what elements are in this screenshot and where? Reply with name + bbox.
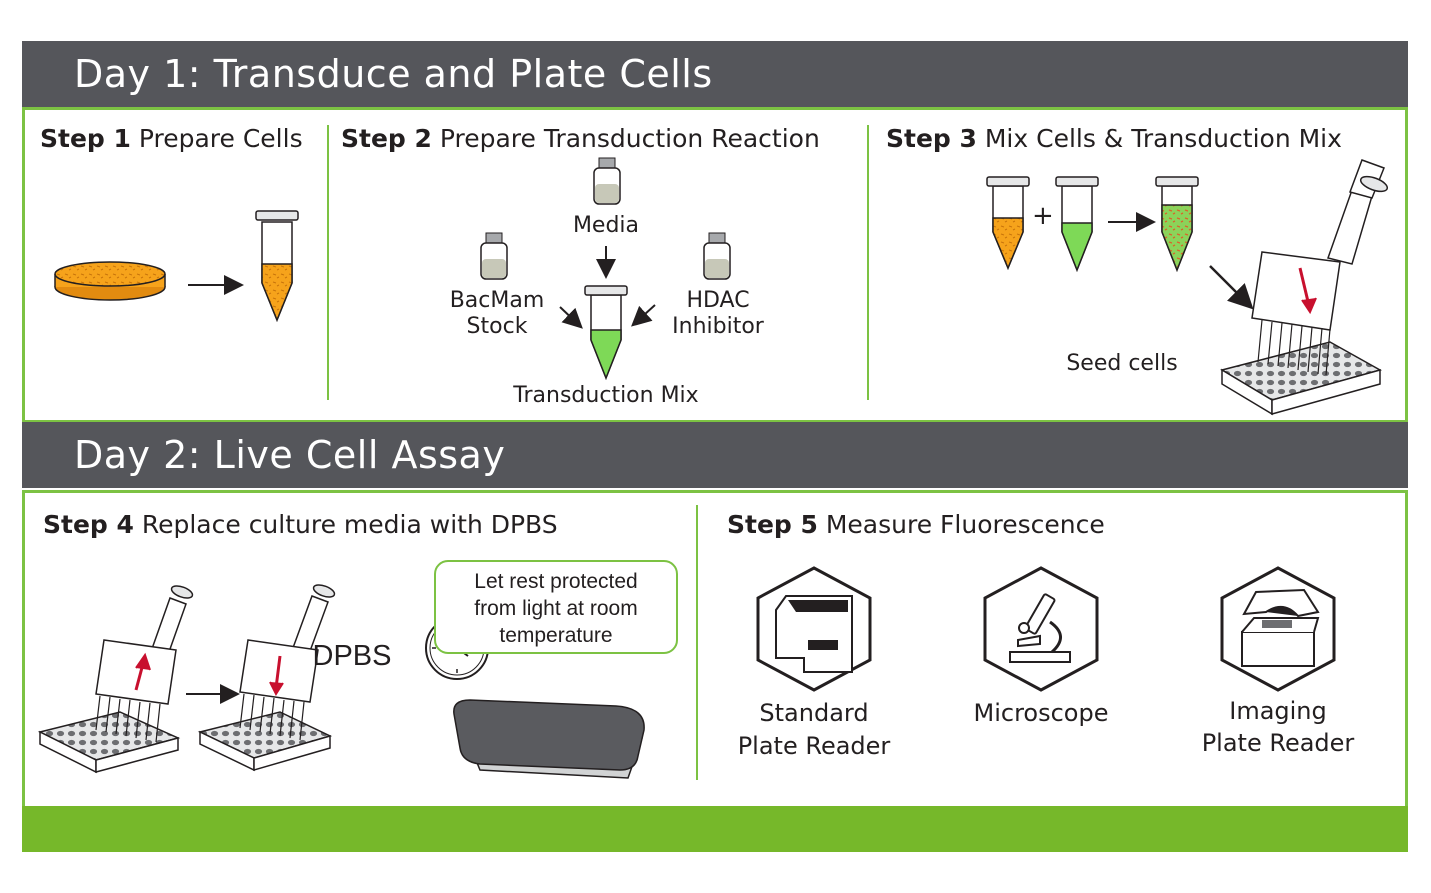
arrow-hdac — [631, 304, 656, 327]
imaging-plate-reader-label: Imaging Plate Reader — [1196, 695, 1360, 759]
step2-heading: Step 2 Prepare Transduction Reaction — [341, 124, 820, 153]
step2-title: Prepare Transduction Reaction — [431, 124, 820, 153]
covered-plate-icon — [453, 699, 645, 779]
step1-title: Prepare Cells — [130, 124, 303, 153]
footer-bar — [22, 806, 1408, 852]
bacmam-label-line1: BacMam — [449, 288, 545, 313]
day2-title: Day 2: Live Cell Assay — [74, 433, 506, 477]
hdac-label-line1: HDAC — [686, 288, 750, 313]
imaging-plate-reader-icon — [1220, 566, 1336, 692]
step5-title: Measure Fluorescence — [817, 510, 1105, 539]
microscope-label: Microscope — [973, 699, 1109, 727]
step2-number: Step 2 — [341, 124, 432, 153]
hdac-label-line2: Inhibitor — [672, 314, 764, 339]
divider-step4-step5 — [696, 505, 698, 780]
plate-aspirate-icon — [37, 711, 181, 774]
hdac-vial-icon — [703, 232, 731, 280]
day2-header: Day 2: Live Cell Assay — [22, 422, 1408, 488]
media-label: Media — [572, 213, 640, 238]
transduction-mix-tube-icon — [584, 285, 628, 381]
arrow-bacmam — [559, 306, 583, 329]
dpbs-label: DPBS — [312, 640, 392, 672]
bacmam-label-line2: Stock — [466, 314, 528, 339]
plus-sign: + — [1032, 201, 1054, 231]
cells-tube-icon — [986, 176, 1030, 270]
note-line1: Let rest protected — [474, 570, 638, 593]
note-line2: from light at room — [474, 597, 638, 620]
step3-title: Mix Cells & Transduction Mix — [976, 124, 1342, 153]
transduction-mix-label: Transduction Mix — [513, 383, 699, 408]
step4-number: Step 4 — [43, 510, 134, 539]
standard-plate-reader-label: Standard Plate Reader — [732, 697, 896, 763]
divider-step2-step3 — [867, 125, 869, 400]
plate-dispense-icon — [197, 711, 333, 772]
cell-tube-icon — [255, 210, 299, 322]
std-label-line1: Standard — [759, 699, 869, 727]
step4-heading: Step 4 Replace culture media with DPBS — [43, 510, 558, 539]
pipette-dispense-icon — [239, 584, 336, 741]
day1-header: Day 1: Transduce and Plate Cells — [22, 41, 1408, 107]
pipette-aspirate-icon — [95, 585, 194, 743]
std-label-line2: Plate Reader — [737, 732, 891, 760]
step1-number: Step 1 — [40, 124, 131, 153]
multichannel-pipette-icon — [1251, 159, 1389, 376]
arrow-step3-seed — [1209, 265, 1254, 310]
step3-heading: Step 3 Mix Cells & Transduction Mix — [886, 124, 1342, 153]
img-label-line1: Imaging — [1229, 697, 1327, 725]
day1-title: Day 1: Transduce and Plate Cells — [74, 52, 713, 96]
rest-note-box: Let rest protected from light at room te… — [434, 560, 678, 654]
note-line3: temperature — [499, 624, 613, 647]
media-vial-icon — [593, 157, 621, 205]
seed-cells-label: Seed cells — [1066, 351, 1178, 376]
step3-number: Step 3 — [886, 124, 977, 153]
mix-tube-icon — [1055, 176, 1099, 273]
petri-dish-icon — [54, 261, 166, 301]
hdac-inhibitor-label: HDAC Inhibitor — [664, 288, 772, 340]
img-label-line2: Plate Reader — [1201, 729, 1355, 757]
step4-title: Replace culture media with DPBS — [133, 510, 558, 539]
step1-heading: Step 1 Prepare Cells — [40, 124, 303, 153]
microscope-icon — [983, 566, 1099, 692]
combined-tube-icon — [1155, 176, 1199, 273]
bacmam-vial-icon — [480, 232, 508, 280]
seed-plate-icon — [1220, 341, 1382, 416]
divider-step1-step2 — [327, 125, 329, 400]
step5-heading: Step 5 Measure Fluorescence — [727, 510, 1105, 539]
bacmam-stock-label: BacMam Stock — [440, 288, 554, 340]
standard-plate-reader-icon — [756, 566, 872, 692]
step5-number: Step 5 — [727, 510, 818, 539]
